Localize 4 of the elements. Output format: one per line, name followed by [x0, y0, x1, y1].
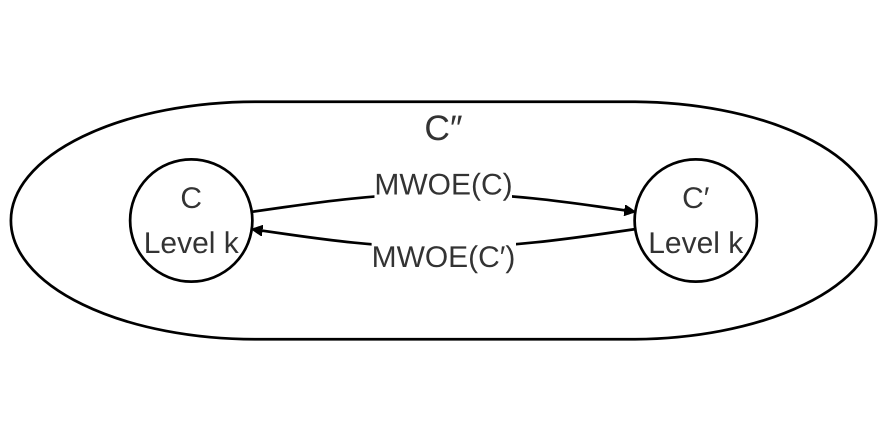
- edge-label: MWOE(C′): [372, 240, 516, 274]
- node-circle: C Level k: [128, 158, 254, 283]
- node-circle: C′ Level k: [633, 158, 758, 283]
- edge-label: MWOE(C): [374, 167, 513, 202]
